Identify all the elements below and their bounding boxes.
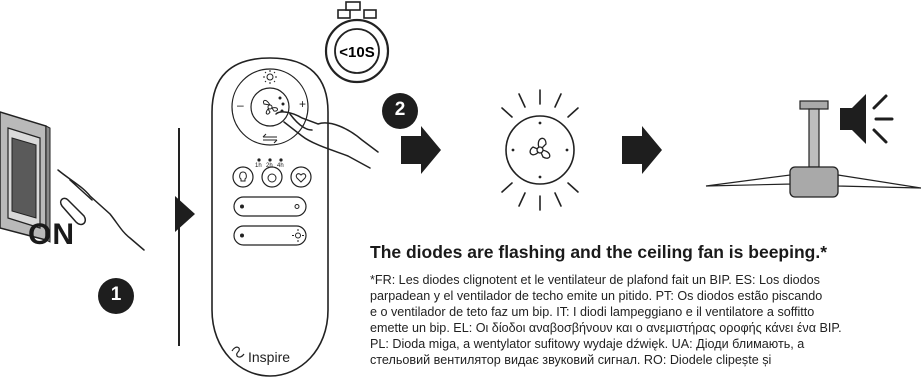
- favorite-button: [290, 166, 312, 188]
- stopwatch-icon: [324, 1, 390, 84]
- plus-label: +: [299, 97, 307, 111]
- step-1-badge: [98, 278, 134, 314]
- wall-switch: [0, 111, 51, 243]
- minus-label: –: [237, 98, 244, 112]
- footnote-line: стельовий вентилятор видає звуковий сигн…: [370, 353, 772, 367]
- footnote-line: e o ventilador de teto faz um bip. IT: I…: [370, 305, 815, 319]
- footnote-line: emette un bip. EL: Οι δίοδοι αναβοσβήνου…: [370, 321, 842, 335]
- remote-control: [211, 57, 329, 377]
- footnote-line: parpadean y el ventilador de techo emite…: [370, 289, 823, 303]
- next-arrow-icon: [175, 196, 195, 232]
- timer-mark-4h: 4h: [277, 163, 284, 169]
- speaker-icon: [840, 94, 894, 144]
- arrow-icon-1: [401, 126, 441, 174]
- step-2-number: 2: [394, 99, 406, 120]
- light-icon: [263, 70, 277, 84]
- result-headline: The diodes are flashing and the ceiling …: [370, 242, 828, 262]
- step-2-badge: [382, 93, 418, 129]
- ceiling-fan-icon: [705, 100, 921, 198]
- timer-indicator-dots: [257, 158, 283, 162]
- reverse-icon: [262, 133, 278, 144]
- timer-text: <10S: [339, 44, 374, 61]
- hand-icon: [57, 169, 145, 251]
- step-1-number: 1: [110, 284, 122, 305]
- pill-button-1: [233, 196, 307, 217]
- speed-dots: [278, 96, 285, 113]
- switch-on-label: ON: [28, 218, 75, 251]
- timer-button: [261, 166, 283, 188]
- bulb-button: [232, 166, 254, 188]
- footnote-line: PL: Dioda miga, a wentylator sufitowy wy…: [370, 337, 805, 351]
- pointing-hand-icon: [275, 111, 379, 169]
- arrow-icon-2: [622, 126, 662, 174]
- timer-mark-1h: 1h: [255, 163, 262, 169]
- timer-mark-2h: 2h: [266, 163, 273, 169]
- translations-footnote: *FR: Les diodes clignotent et le ventila…: [370, 272, 921, 368]
- fan-icon: [263, 99, 278, 115]
- brand-name: Inspire: [248, 349, 291, 365]
- footnote-line: *FR: Les diodes clignotent et le ventila…: [370, 273, 820, 287]
- flashing-diode-icon: [501, 89, 579, 211]
- pill-button-2: [233, 225, 307, 246]
- brand-logo: [231, 346, 245, 358]
